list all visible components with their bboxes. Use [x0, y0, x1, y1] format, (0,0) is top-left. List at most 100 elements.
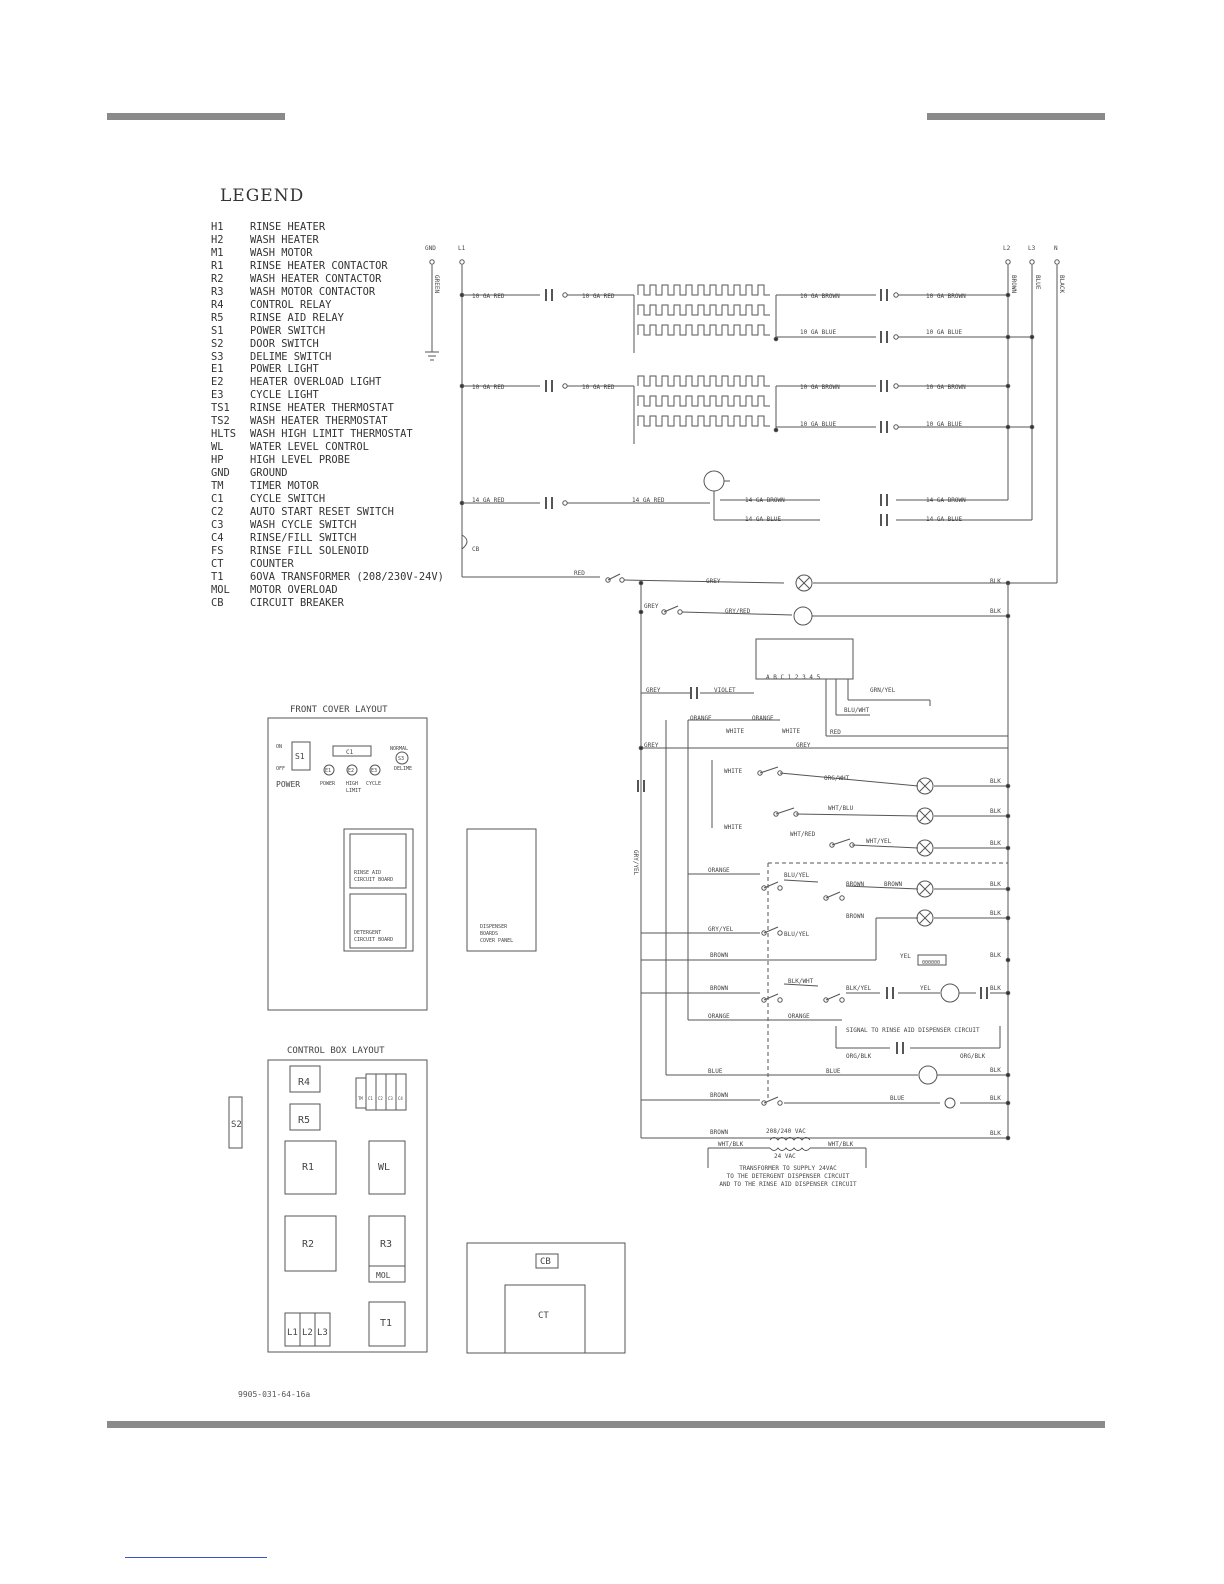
gauge-label: 14 GA BLUE	[745, 516, 782, 523]
terminal-n-label: N	[1054, 245, 1058, 252]
fc-e1: E1	[325, 768, 331, 774]
legend-code: GND	[211, 467, 230, 480]
wire	[918, 779, 932, 793]
cb-tm-label: TM	[358, 1096, 363, 1101]
legend-desc: TIMER MOTOR	[250, 480, 319, 493]
cb-l3	[314, 1312, 331, 1347]
fc-s3: S3	[398, 756, 404, 762]
legend-desc: WASH MOTOR	[250, 246, 313, 259]
terminal-circle	[823, 997, 829, 1003]
wire	[763, 926, 779, 934]
wire-label-blue: BLUE	[1034, 275, 1041, 290]
heater-element	[637, 395, 770, 407]
terminal-circle	[777, 1100, 783, 1106]
header-bar-right	[927, 113, 1105, 120]
cb-s2-label: S2	[231, 1120, 242, 1130]
cb-t1-label: T1	[380, 1318, 392, 1329]
gauge-label: 10 GA BLUE	[926, 421, 963, 428]
cb-c1-label: C1	[368, 1096, 373, 1101]
cb-ct-label: CT	[538, 1311, 549, 1321]
terminal-circle	[1005, 259, 1011, 265]
motor-icon	[703, 470, 725, 492]
junction-dot	[1005, 1135, 1011, 1141]
front-cover-title: FRONT COVER LAYOUT	[290, 705, 388, 715]
cb-label: CB	[472, 546, 480, 553]
heater-element	[637, 375, 770, 387]
wire-label-org-wht: ORG/WHT	[824, 775, 850, 782]
wire-label-blue: BLUE	[890, 1095, 905, 1102]
legend-desc: POWER LIGHT	[250, 363, 319, 376]
terminal-circle	[823, 895, 829, 901]
fc-on: ON	[276, 744, 282, 750]
cb-r2	[284, 1215, 337, 1272]
legend-desc: WASH HEATER CONTACTOR	[250, 272, 382, 285]
terminal-circle	[893, 424, 899, 430]
legend-code: E2	[211, 376, 224, 389]
terminal-circle	[777, 930, 783, 936]
legend-desc: DOOR SWITCH	[250, 337, 319, 350]
fc-e3: E3	[371, 768, 377, 774]
junction-dot	[1005, 334, 1011, 340]
junction-dot	[638, 745, 644, 751]
fc-e2: E2	[348, 768, 354, 774]
part-number: 9905-031-64-16a	[238, 1390, 311, 1399]
cb-switch-block	[385, 1073, 397, 1111]
terminal-circle	[562, 383, 568, 389]
wire	[825, 993, 841, 1001]
legend-code: TS1	[211, 402, 230, 415]
wire-label-red: RED	[574, 570, 585, 577]
fc-e2-label: HIGH	[346, 781, 358, 787]
wire-label-brown: BROWN	[846, 913, 864, 920]
junction-dot	[1005, 292, 1011, 298]
wire-label-gry-yel: GRY/YEL	[632, 850, 639, 876]
cb-cb	[535, 1253, 559, 1269]
wire-label-blk: BLK	[990, 985, 1001, 992]
junction-dot	[1005, 1100, 1011, 1106]
wire	[607, 573, 621, 581]
wire-label-brown: BROWN	[710, 985, 728, 992]
legend-code: FS	[211, 544, 224, 557]
legend-item: E2 HEATER OVERLOAD LIGHT	[211, 376, 444, 389]
wire	[845, 885, 919, 890]
wire	[851, 844, 919, 849]
wire-label-blk: BLK	[990, 778, 1001, 785]
legend-desc: HIGH LEVEL PROBE	[250, 454, 351, 467]
cb-l2-label: L2	[302, 1328, 313, 1338]
gauge-label: 10 GA BLUE	[926, 329, 963, 336]
legend-desc: RINSE HEATER	[250, 221, 326, 233]
wire-label-blk: BLK	[990, 578, 1001, 585]
terminal-circle	[893, 334, 899, 340]
legend-code: S3	[211, 350, 224, 363]
transformer-note: AND TO THE RINSE AID DISPENSER CIRCUIT	[719, 1181, 857, 1188]
wire-label-blue: BLUE	[826, 1068, 841, 1075]
lamp-icon	[916, 880, 934, 898]
legend-desc: GROUND	[250, 467, 288, 480]
footer-link[interactable]	[125, 1557, 267, 1558]
wire-label-blk: BLK	[990, 1067, 1001, 1074]
legend-code: C2	[211, 505, 224, 518]
wire-label-org-blk: ORG/BLK	[846, 1053, 872, 1060]
legend-code: S2	[211, 337, 224, 350]
terminal-circle	[761, 930, 767, 936]
cb-r2-label: R2	[302, 1239, 314, 1250]
terminal-l2-label: L2	[1003, 245, 1011, 252]
legend-desc: HEATER OVERLOAD LIGHT	[250, 376, 382, 389]
heater-element	[637, 304, 770, 316]
legend-code: TS2	[211, 415, 230, 428]
legend-code: MOL	[211, 583, 230, 596]
wire-label-grey: GREY	[706, 578, 721, 585]
terminal-circle	[773, 811, 779, 817]
legend-code: R5	[211, 311, 224, 324]
legend-desc: MOTOR OVERLOAD	[250, 583, 338, 596]
legend-desc: CONTROL RELAY	[250, 298, 332, 311]
wl-terminals: A B C 1 2 3 4 5	[766, 674, 821, 681]
wire-label-gry-red: GRY/RED	[725, 608, 751, 615]
cb-r1	[284, 1140, 337, 1195]
